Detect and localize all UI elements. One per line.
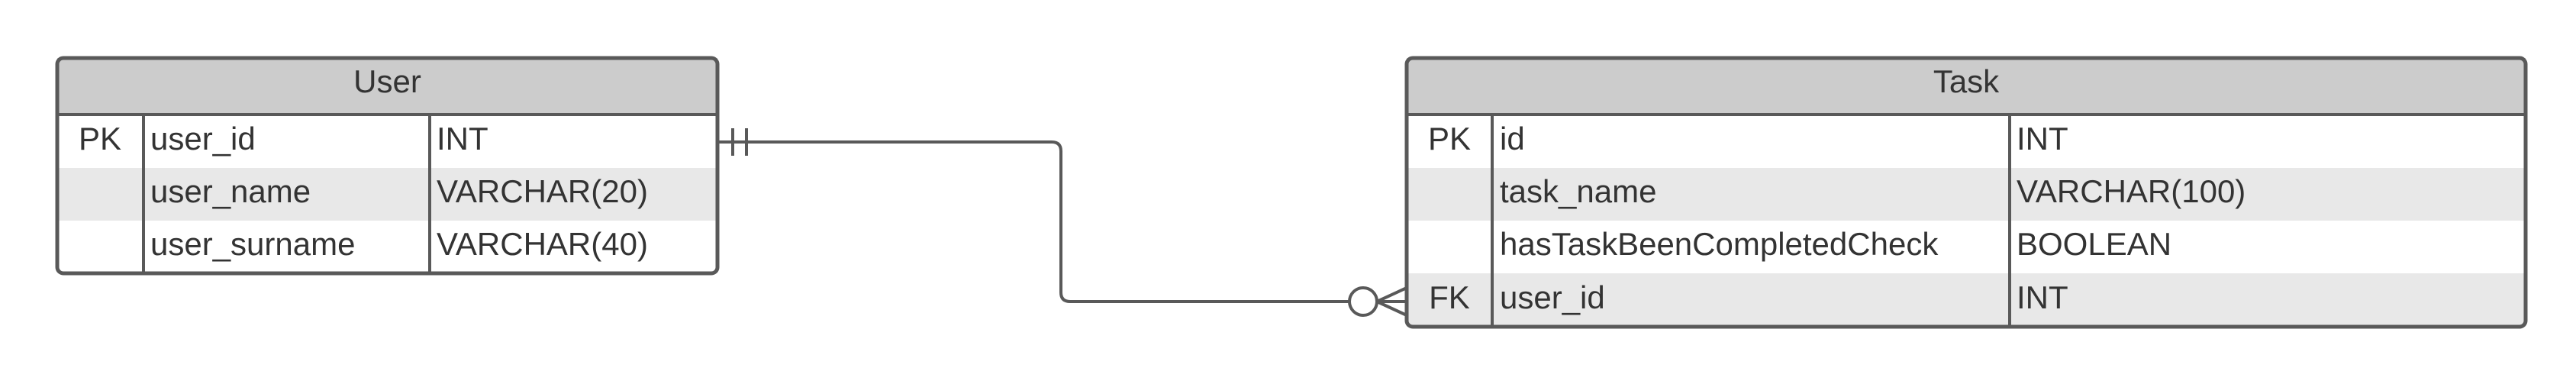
entity-task-type-cell: INT	[2017, 121, 2068, 157]
table-row[interactable]: user_surname VARCHAR(40)	[150, 226, 648, 262]
entity-user-frame	[55, 56, 720, 276]
relationship-line	[717, 140, 1349, 303]
entity-user-type-cell: VARCHAR(40)	[437, 226, 648, 262]
entity-user-name-cell: user_name	[150, 173, 311, 209]
entity-user-type-cell: INT	[437, 121, 488, 157]
entity-task-row-bg	[1407, 273, 2526, 327]
entity-task-name-cell: hasTaskBeenCompletedCheck	[1500, 226, 1939, 262]
entity-user-row-bg	[57, 221, 717, 273]
entity-task-row-bg	[1407, 168, 2526, 221]
zero-circle-marker	[1348, 286, 1378, 317]
entity-task-header	[1407, 58, 2526, 115]
entity-user-header	[57, 58, 717, 115]
table-row[interactable]: FK user_id INT	[1429, 279, 2068, 315]
entity-user-type-cell: VARCHAR(20)	[437, 173, 648, 209]
entity-user-row-bg	[57, 115, 717, 168]
entity-task-type-cell: VARCHAR(100)	[2017, 173, 2246, 209]
entity-task-key-cell: PK	[1428, 121, 1471, 157]
entity-task-name-cell: user_id	[1500, 279, 1605, 315]
entity-user-row-bg	[57, 168, 717, 221]
entity-task[interactable]: Task PK id INT task_name VARCHAR(100) ha…	[1404, 56, 2528, 329]
entity-task-row-bg	[1407, 221, 2526, 273]
table-row[interactable]: user_name VARCHAR(20)	[150, 173, 648, 209]
entity-user-name-cell: user_surname	[150, 226, 355, 262]
table-row[interactable]: PK id INT	[1428, 121, 2068, 157]
table-row[interactable]: task_name VARCHAR(100)	[1500, 173, 2246, 209]
entity-task-type-cell: INT	[2017, 279, 2068, 315]
entity-user[interactable]: User PK user_id INT user_name VARCHAR(20…	[55, 56, 720, 276]
relationship-user-task[interactable]	[717, 128, 1407, 317]
entity-task-row-bg	[1407, 115, 2526, 168]
crow-foot-marker	[1376, 286, 1407, 303]
entity-task-name-cell: id	[1500, 121, 1525, 157]
entity-user-title: User	[353, 63, 421, 99]
entity-user-key-cell: PK	[79, 121, 121, 157]
table-row[interactable]: PK user_id INT	[79, 121, 488, 157]
entity-task-key-cell: FK	[1429, 279, 1470, 315]
entity-user-name-cell: user_id	[150, 121, 256, 157]
entity-task-title: Task	[1933, 63, 2000, 99]
table-row[interactable]: hasTaskBeenCompletedCheck BOOLEAN	[1500, 226, 2171, 262]
entity-task-name-cell: task_name	[1500, 173, 1656, 209]
entity-task-type-cell: BOOLEAN	[2017, 226, 2171, 262]
crow-foot-marker	[1376, 300, 1407, 317]
entity-task-frame	[1404, 56, 2528, 329]
